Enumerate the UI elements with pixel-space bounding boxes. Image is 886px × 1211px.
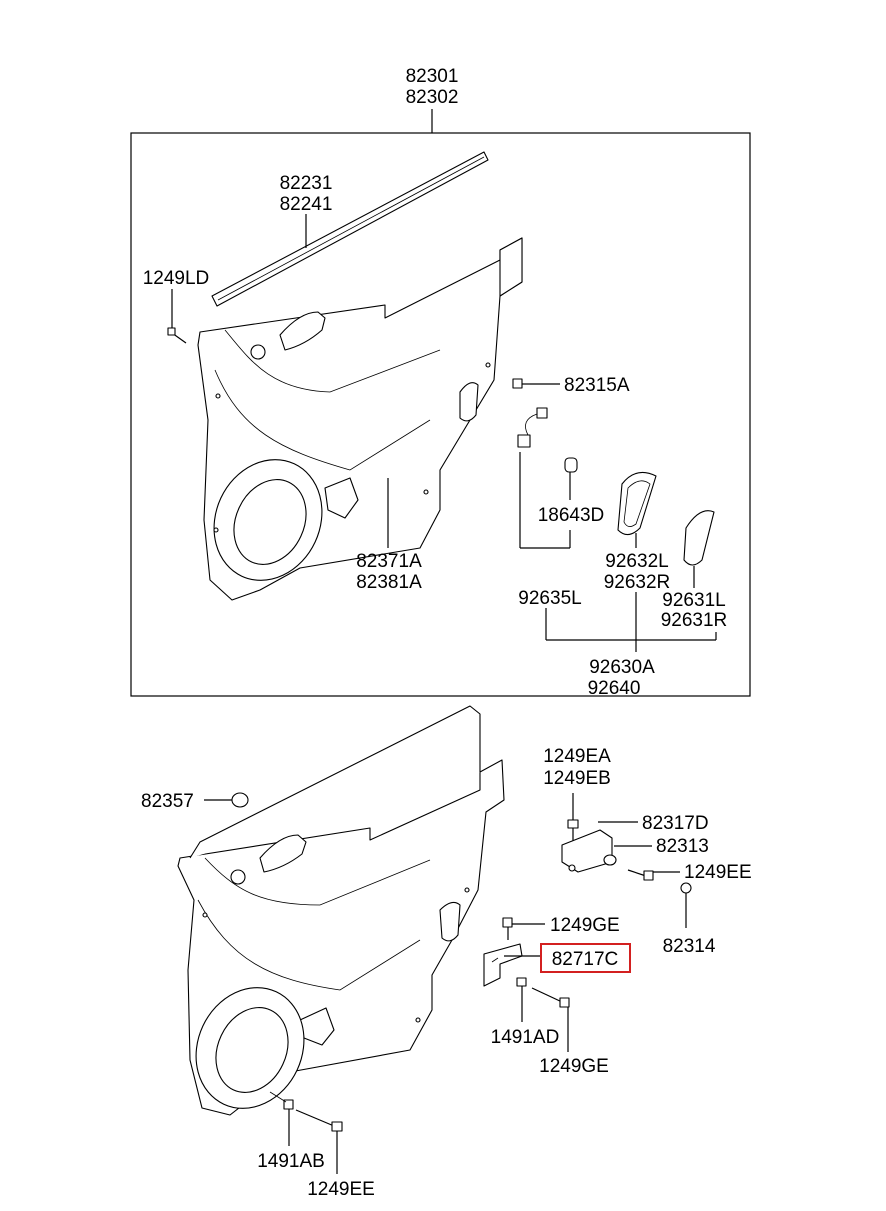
label-1249GE-lower: 1249GE [539,1056,609,1077]
bracket-82717C-icon [483,943,523,987]
label-1491AB: 1491AB [257,1151,325,1172]
label-92632R: 92632R [604,572,671,593]
label-82315A: 82315A [564,375,630,396]
upper-assembly: 82301 82302 82231 82241 1249LD 82315A 18… [130,66,751,699]
label-1249LD: 1249LD [143,268,210,289]
screw-1249GE-lower-icon [531,987,570,1008]
bolt-1249EE-lower-icon [295,1109,343,1132]
label-82301: 82301 [406,66,459,87]
nut-1491AB-icon [269,1091,294,1110]
label-92632L: 92632L [605,551,668,572]
label-82717C: 82717C [552,949,619,970]
label-92640: 92640 [588,678,641,699]
highlight-box-82717C [540,943,631,973]
window-trim-strip [211,151,489,307]
nut-82313-icon [603,854,617,866]
label-1249EA: 1249EA [543,746,611,767]
label-1491AD: 1491AD [491,1027,560,1048]
wiring-connector-icon [517,407,548,448]
label-92631L: 92631L [662,590,725,611]
label-1249GE-upper: 1249GE [550,915,620,936]
label-82313: 82313 [656,836,709,857]
screw-1249LD-icon [167,327,187,344]
lower-assembly: 82357 1249EA 1249EB 82317D 82313 1249EE … [141,705,752,1200]
label-82371A: 82371A [356,551,422,572]
label-82241: 82241 [280,194,333,215]
bulb-18643D-icon [564,457,578,473]
label-92630A: 92630A [589,657,655,678]
label-1249EE-lower: 1249EE [307,1179,375,1200]
label-82231: 82231 [280,173,333,194]
label-82317D: 82317D [642,813,709,834]
bolt-1249EE-upper-icon [627,869,654,881]
label-82357: 82357 [141,791,194,812]
door-trim-panel [197,237,523,601]
lamp-housing-icon [617,471,657,536]
label-82314: 82314 [663,936,716,957]
screw-1249GE-upper-icon [502,917,513,940]
label-82302: 82302 [406,87,459,108]
clip-82315A-icon [512,378,530,389]
cap-82357-icon [231,792,249,808]
nut-1491AD-icon [516,977,527,987]
lower-door-panel [177,705,505,1116]
label-82381A: 82381A [356,572,422,593]
label-1249EB: 1249EB [543,768,611,789]
label-18643D: 18643D [538,505,605,526]
bracket-82317D-icon [561,829,613,873]
assembly-frame [130,132,751,697]
plug-82314-icon [680,882,692,894]
lamp-lens-icon [683,510,715,566]
label-1249EE-upper: 1249EE [684,862,752,883]
label-92635L: 92635L [518,588,581,609]
label-92631R: 92631R [661,610,728,631]
lamp-group-tree [519,452,717,652]
